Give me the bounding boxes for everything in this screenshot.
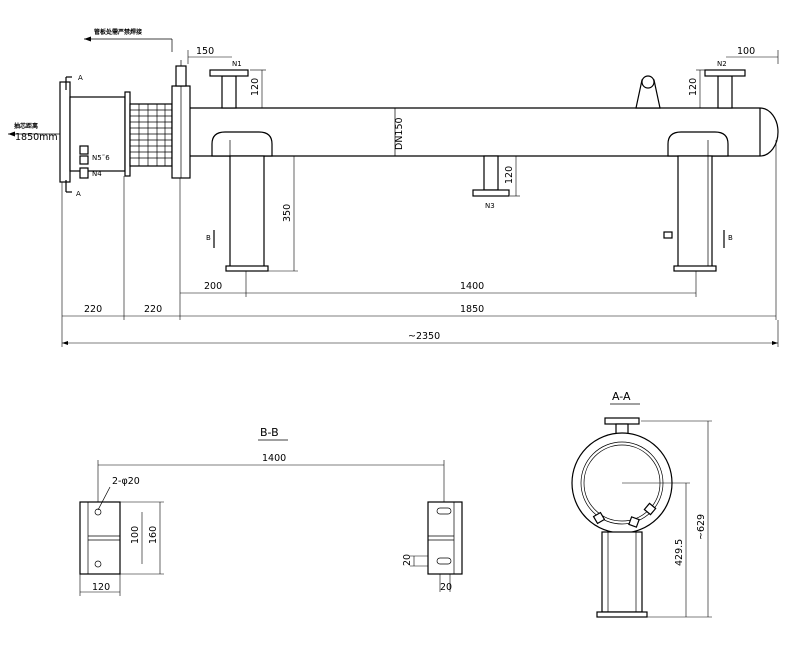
svg-text:220: 220 [84,304,102,315]
section-b-right-label: B [728,234,733,242]
section-a-marker: A A [65,74,83,198]
svg-text:120: 120 [688,78,699,96]
svg-text:1400: 1400 [460,281,484,292]
left-note-text: 抽芯距离 [14,122,38,130]
section-aa-title: A-A [612,390,631,403]
svg-text:160: 160 [148,526,159,544]
svg-text:20: 20 [402,554,413,566]
svg-text:100: 100 [737,46,755,57]
dim-220-220-1850: 220 220 1850 [61,140,777,320]
svg-text:120: 120 [504,166,515,184]
support-right [663,131,729,272]
nozzle-n1-label: N1 [232,60,242,68]
nozzle-n2-label: N2 [717,60,727,68]
svg-text:~2350: ~2350 [408,331,440,342]
nozzle-n1: N1 [209,60,249,109]
dim-150: 150 [187,46,232,64]
tube-bundle [129,103,173,167]
dim-120-n3: 120 [504,156,520,197]
svg-text:120: 120 [250,78,261,96]
section-b-marker: B B [206,230,733,248]
dim-120-n2: 120 [688,69,706,108]
section-b-left-label: B [206,234,211,242]
section-a-top-label: A [78,74,83,82]
flange-vent-nozzle [175,65,187,87]
svg-text:1400: 1400 [262,453,286,464]
svg-text:100: 100 [130,526,141,544]
section-a-bottom-label: A [76,190,81,198]
main-shell: DN150 [190,107,779,157]
shell-size-label: DN150 [394,117,405,150]
dim-200-1400: 200 1400 [180,271,697,297]
svg-text:150: 150 [196,46,214,57]
svg-text:429.5: 429.5 [674,539,685,566]
svg-text:~629: ~629 [696,514,707,540]
end-cover-flange [59,81,71,183]
dim-350: 350 [268,156,298,272]
nozzle-n2: N2 [704,60,746,109]
head-flange [124,91,131,177]
svg-text:120: 120 [92,582,110,593]
head-cylinder [69,96,126,172]
head-connections: N5˜6 N4 [79,145,110,179]
nozzle-n3: N3 [472,155,510,210]
svg-text:220: 220 [144,304,162,315]
nozzle-n3-label: N3 [485,202,495,210]
left-note: 抽芯距离 1850mm [8,122,62,143]
top-note-text: 管板处需严禁焊接 [94,28,142,36]
elevation-view: 管板处需严禁焊接 抽芯距离 1850mm [8,28,779,347]
section-bb-view: B-B 1400 2-φ20 100 160 120 [79,426,463,596]
support-left [211,131,273,272]
top-note: 管板处需严禁焊接 [84,28,173,52]
section-bb-title: B-B [260,426,279,439]
left-note-value: 1850mm [15,132,58,143]
svg-text:20: 20 [440,582,452,593]
svg-text:200: 200 [204,281,222,292]
svg-text:1850: 1850 [460,304,484,315]
dim-100: 100 [726,46,779,64]
svg-text:350: 350 [282,204,293,222]
nozzle-n56-label: N5˜6 [92,154,110,162]
dim-2350: ~2350 [61,320,779,347]
svg-text:2-φ20: 2-φ20 [112,476,140,487]
section-aa-view: A-A 429.5 ~629 [571,390,712,618]
lifting-lug [635,75,661,109]
dim-120-n1: 120 [250,69,266,108]
nozzle-n4-label: N4 [92,170,102,178]
